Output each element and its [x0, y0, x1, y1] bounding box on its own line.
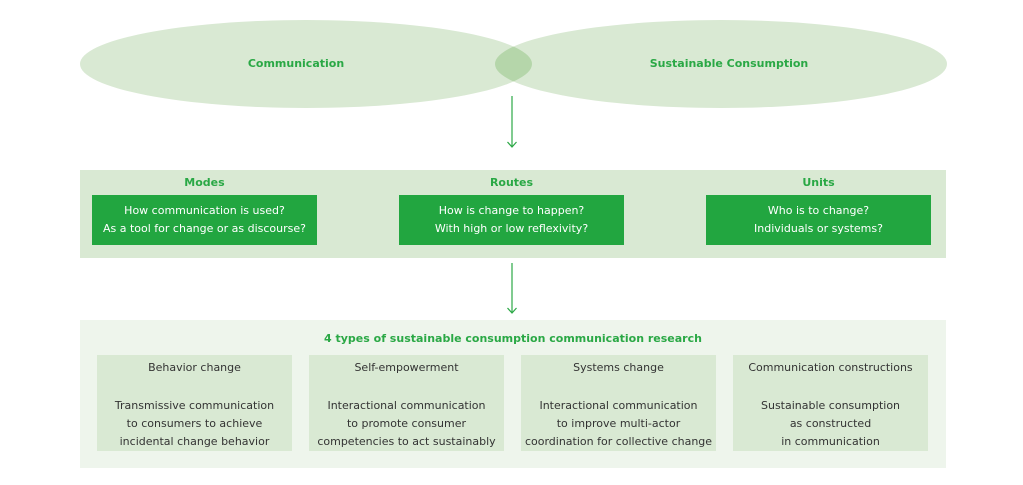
card-description: Sustainable consumption as constructed i…	[733, 397, 928, 451]
card-line: as constructed	[789, 417, 872, 430]
communication-ellipse	[80, 20, 532, 108]
card-line: in communication	[781, 435, 880, 448]
modes-title: Modes	[184, 176, 225, 189]
card-line: coordination for collective change	[524, 435, 713, 448]
units-box: Who is to change? Individuals or systems…	[706, 195, 931, 245]
card-title: Self-empowerment	[354, 361, 459, 374]
card-title: Behavior change	[148, 361, 241, 374]
routes-line-2: With high or low reflexivity?	[434, 222, 589, 235]
sustainable-consumption-ellipse	[495, 20, 947, 108]
modes-box: How communication is used? As a tool for…	[92, 195, 317, 245]
communication-label: Communication	[247, 57, 345, 70]
card-line: to promote consumer	[346, 417, 466, 430]
units-title: Units	[802, 176, 835, 189]
card-line: to consumers to achieve	[126, 417, 263, 430]
card-self-empowerment: Self-empowerment Interactional communica…	[309, 355, 504, 451]
card-systems-change: Systems change Interactional communicati…	[521, 355, 716, 451]
research-types-title: 4 types of sustainable consumption commu…	[324, 332, 702, 345]
card-line: to improve multi-actor	[556, 417, 681, 430]
card-title: Systems change	[573, 361, 664, 374]
card-description: Transmissive communication to consumers …	[97, 397, 292, 451]
modes-line-1: How communication is used?	[124, 204, 285, 217]
card-behavior-change: Behavior change Transmissive communicati…	[97, 355, 292, 451]
card-description: Interactional communication to improve m…	[521, 397, 716, 451]
card-line: incidental change behavior	[119, 435, 270, 448]
sustainable-consumption-label: Sustainable Consumption	[649, 57, 809, 70]
units-line-2: Individuals or systems?	[754, 222, 883, 235]
card-title: Communication constructions	[748, 361, 913, 374]
arrow-down-icon	[507, 263, 517, 314]
card-description: Interactional communication to promote c…	[309, 397, 504, 451]
units-line-1: Who is to change?	[767, 204, 870, 217]
routes-line-1: How is change to happen?	[438, 204, 585, 217]
card-line: Transmissive communication	[114, 399, 275, 412]
card-line: Sustainable consumption	[760, 399, 901, 412]
card-line: Interactional communication	[327, 399, 486, 412]
routes-title: Routes	[489, 176, 534, 189]
card-line: competencies to act sustainably	[317, 435, 496, 448]
card-communication-constructions: Communication constructions Sustainable …	[733, 355, 928, 451]
card-line: Interactional communication	[539, 399, 698, 412]
arrow-down-icon	[507, 96, 517, 148]
routes-box: How is change to happen? With high or lo…	[399, 195, 624, 245]
modes-line-2: As a tool for change or as discourse?	[102, 222, 306, 235]
